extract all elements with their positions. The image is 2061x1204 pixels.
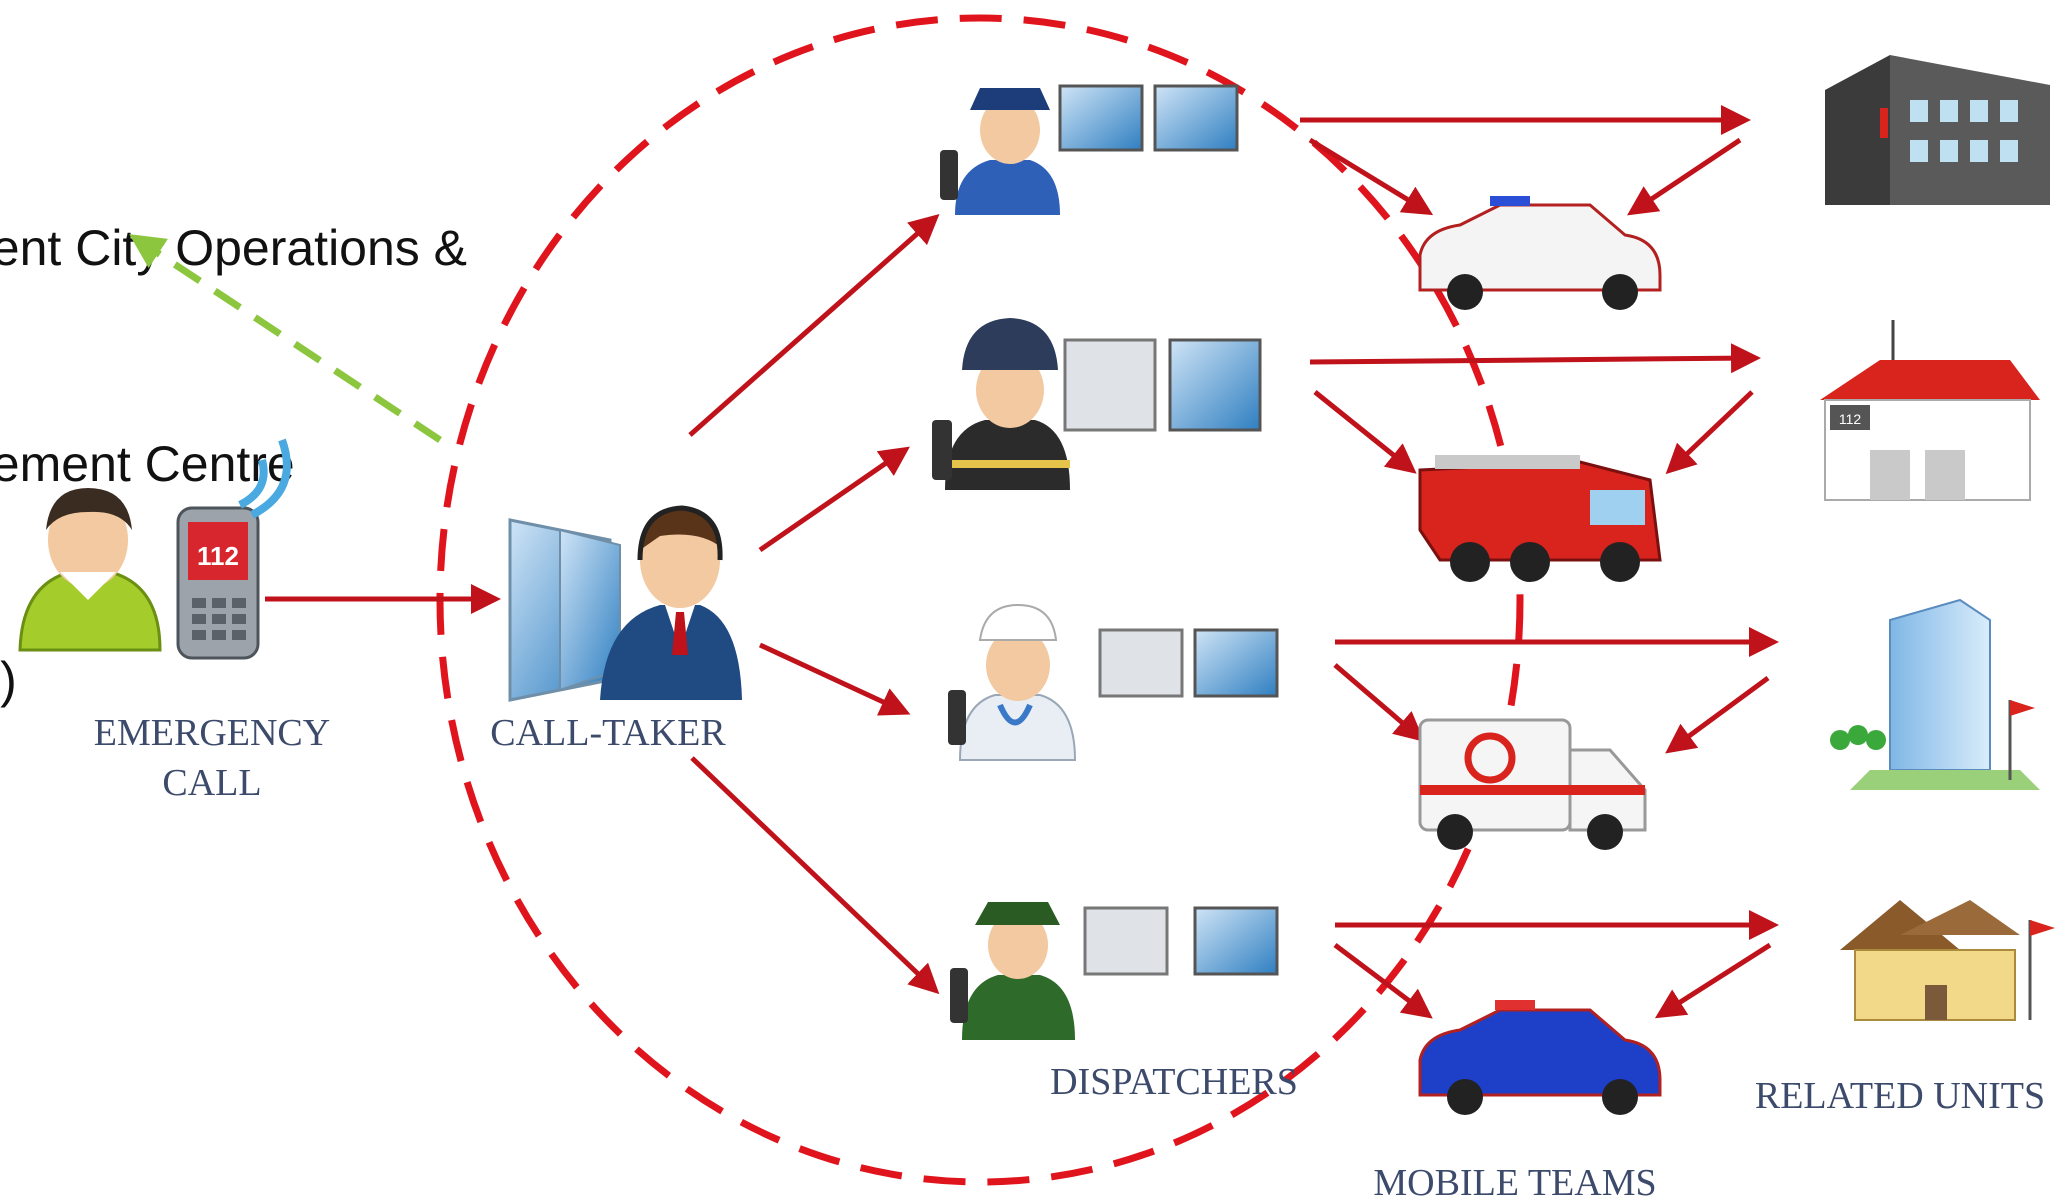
fire-station-icon: 112 (1820, 320, 2040, 501)
centre-title: gent City Operations & gement Centre C) (0, 68, 467, 788)
arrow-fire-to-truck (1313, 390, 1417, 474)
emergency-call-label-line2: CALL (162, 762, 261, 804)
officer-dispatcher-icon (950, 902, 1279, 1040)
svg-text:112: 112 (1839, 411, 1862, 427)
arrow-building-to-patrol (1654, 942, 1772, 1019)
police-dispatcher-icon (940, 84, 1239, 215)
svg-text:112: 112 (197, 541, 239, 571)
arrow-fire-to-station (1309, 343, 1761, 374)
call-taker-label: CALL-TAKER (490, 712, 726, 754)
green-pointer-arrow (129, 234, 442, 443)
person-icon (18, 488, 162, 652)
mobile-teams-label: MOBILE TEAMS (1373, 1162, 1656, 1204)
police-station-icon (1825, 55, 2050, 205)
title-line-3: C) (0, 652, 17, 708)
police-car-icon (1418, 196, 1662, 310)
dispatchers-label: DISPATCHERS (1050, 1061, 1298, 1103)
gendarmerie-building-icon (1840, 900, 2055, 1021)
medic-dispatcher-icon (948, 603, 1279, 761)
arrow-taker-to-medic (758, 642, 911, 716)
fire-truck-icon (1418, 455, 1662, 582)
patrol-car-icon (1418, 1000, 1662, 1115)
ambulance-icon (1418, 718, 1647, 850)
arrow-station-to-car (1627, 137, 1742, 216)
related-units-label: RELATED UNITS (1755, 1075, 2045, 1117)
arrow-taker-to-officer (690, 756, 940, 995)
arrow-taker-to-police (688, 214, 940, 437)
arrow-taker-to-fire (758, 446, 910, 553)
arrow-firestation-to-truck (1665, 390, 1754, 475)
emergency-call-label-line1: EMERGENCY (94, 712, 330, 754)
arrow-police-to-car (1308, 137, 1434, 216)
fire-dispatcher-icon (932, 318, 1262, 490)
hospital-icon (1830, 598, 2040, 790)
arrow-officer-to-patrol (1333, 943, 1433, 1019)
call-taker-icon (508, 505, 742, 702)
arrow-medic-to-ambulance (1333, 663, 1425, 742)
title-line-2: gement Centre (0, 436, 295, 492)
phone-icon: 112 (176, 438, 291, 660)
arrow-hospital-to-ambulance (1665, 675, 1770, 754)
